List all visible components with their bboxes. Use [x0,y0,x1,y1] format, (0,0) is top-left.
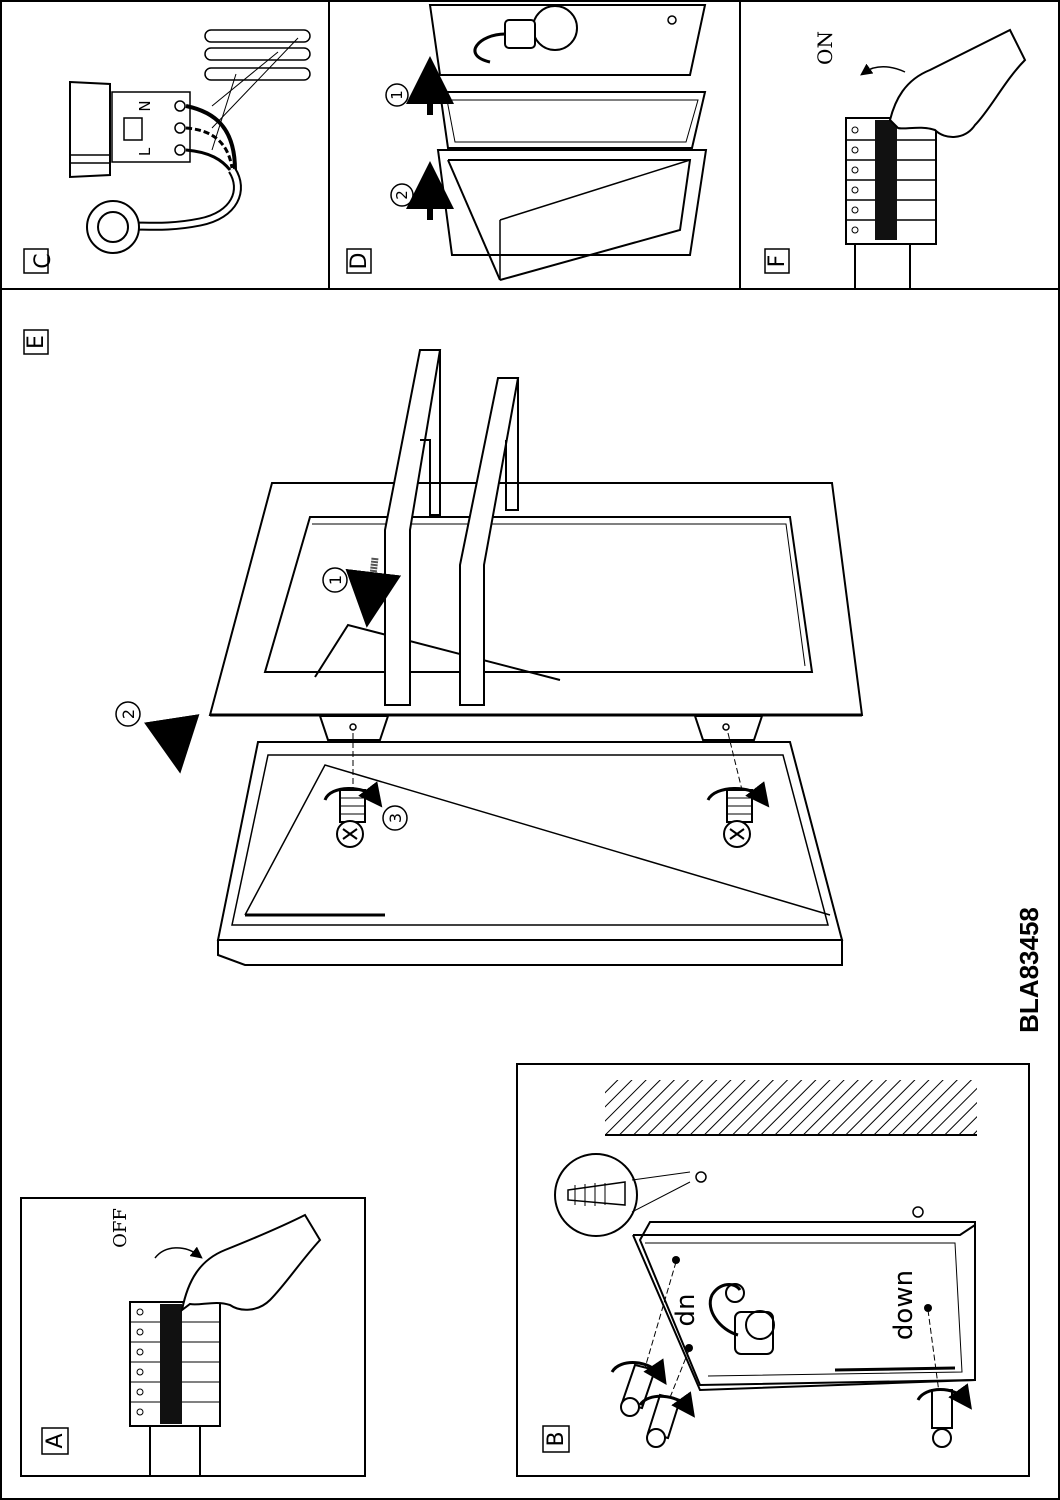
panel-c-letter-box [23,248,49,274]
switch-off-text: OFF [110,1208,131,1248]
panel-e-step-3: 3 [386,813,405,823]
wall-hatch [605,1080,977,1135]
breaker-levers [875,120,897,240]
panel-a: A OFF [20,1197,366,1477]
panel-f: F ON [764,28,1027,290]
panel-e-letter: E [24,335,49,349]
panel-a-cable [149,1419,201,1477]
down-label: down [889,1270,919,1340]
panel-c: C N L [23,29,311,274]
wire-sample-3 [204,67,311,81]
din-rail-cable [854,239,911,290]
panel-d: D 1 2 [346,4,708,281]
arrow-step-1-icon [345,557,402,628]
wire-sample-2 [204,47,311,61]
hand-icon [888,28,1027,138]
up-label: up [673,1294,703,1327]
panel-b-letter-box [542,1425,570,1453]
panel-b-screw-1-icon [610,1358,667,1417]
panel-b-lamp-holder-icon [734,1311,774,1355]
panel-b: B up down [516,1063,1030,1477]
panel-d-step-2: 2 [393,190,411,200]
lamp-holder-icon [69,80,111,179]
panel-d-letter: D [347,253,372,270]
cable-grommet-icon [86,200,140,254]
panel-b-screw-2-icon [638,1391,695,1448]
terminal-label-n: N [136,100,154,111]
terminal-label-l: L [136,147,154,156]
panel-b-frame [516,1063,1030,1477]
cover-frame [436,149,708,256]
product-code: BLA83458 [1014,907,1044,1033]
wall-plug-icon [567,1181,626,1206]
panel-a-hand-icon [180,1213,322,1313]
rotate-arrow-icon [860,63,906,76]
glass-panel [438,91,707,149]
screw-right-icon [706,781,770,848]
screw-left-icon [323,781,383,848]
panel-d-letter-box [346,248,372,274]
panel-f-letter-box [764,248,790,274]
wall-back-plate [638,1221,976,1387]
panel-b-letter: B [544,1431,569,1446]
panel-b-screw-3-icon [916,1383,972,1448]
frame-opening [263,516,814,673]
bulb-icon [532,5,578,51]
switch-on-text: ON [813,31,837,65]
panel-d-step-1: 1 [388,90,406,100]
panel-e-step-2: 2 [119,709,138,719]
arrow-step-2-icon [144,714,200,774]
panel-f-letter: F [765,255,790,268]
earth-symbol-icon [123,117,143,141]
panel-c-letter: C [31,253,56,268]
panel-e: E [23,329,864,966]
panel-a-letter-box [41,1427,69,1455]
panel-e-step-1: 1 [326,575,345,585]
panel-e-letter-box [23,329,49,355]
wire-sample-1 [204,29,311,43]
panel-a-rotate-arrow-icon [154,1246,203,1259]
panel-a-letter: A [43,1433,68,1448]
